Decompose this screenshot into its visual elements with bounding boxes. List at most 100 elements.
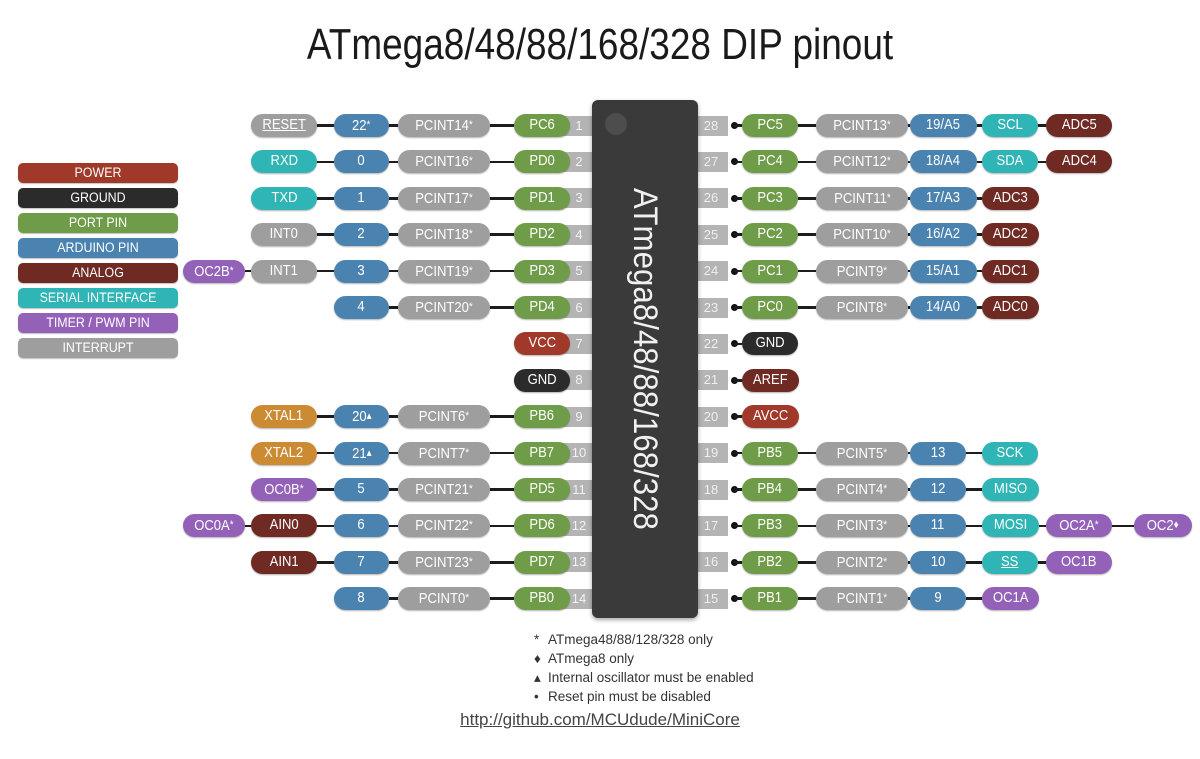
connector-line	[976, 197, 982, 200]
connector-line	[966, 524, 982, 528]
pin-label-24-1: PCINT9*	[816, 259, 908, 283]
pin-label-17-4: OC2A*	[1046, 514, 1112, 538]
connector-line	[798, 488, 816, 491]
connector-line	[734, 160, 742, 164]
footnote-0: * ATmega48/88/128/328 only	[534, 630, 874, 649]
pin-label-23-1: PCINT8*	[816, 296, 908, 319]
pin-label-24-2: 15/A1	[910, 259, 977, 283]
connector-line	[490, 269, 514, 273]
legend-item-label: PORT PIN	[68, 215, 128, 230]
connector-line	[908, 197, 910, 200]
pin-number-19: 19	[694, 443, 728, 464]
pin-label-9-1: PCINT6*	[398, 405, 490, 429]
connector-line	[734, 306, 742, 309]
pin-number-10: 10	[562, 443, 596, 464]
pin-number-14: 14	[562, 588, 596, 609]
pin-label-28-1: PCINT13*	[816, 114, 908, 137]
pin-label-9-3: XTAL1	[250, 405, 317, 429]
pin-label-10-1: PCINT7*	[398, 441, 490, 465]
pin-label-12-3: AIN0	[251, 514, 317, 538]
connector-line	[798, 197, 816, 200]
pin-label-3-2: 1	[334, 186, 389, 210]
pin-label-25-0: PC2	[742, 223, 798, 247]
pin-label-13-0: PD7	[514, 550, 570, 574]
connector-line	[908, 269, 910, 273]
pin-number-8: 8	[562, 370, 596, 391]
pin-number-23: 23	[694, 297, 728, 318]
connector-line	[490, 597, 514, 600]
pin-label-11-1: PCINT21*	[398, 478, 490, 501]
pin-label-5-1: PCINT19*	[398, 259, 490, 283]
pin-number-24: 24	[694, 261, 728, 282]
connector-line	[317, 197, 334, 200]
pin-label-14-0: PB0	[514, 587, 570, 611]
footnote-marker: •	[534, 689, 539, 704]
connector-line	[389, 233, 398, 236]
connector-line	[734, 524, 742, 528]
pin-label-2-0: PD0	[514, 150, 570, 174]
pin-label-17-0: PB3	[742, 514, 798, 538]
pin-label-1-0: PC6	[514, 114, 570, 137]
connector-line	[734, 379, 742, 382]
pin-label-19-1: PCINT5*	[816, 441, 908, 465]
connector-line	[734, 561, 742, 564]
legend-item-label: ANALOG	[72, 265, 124, 280]
connector-line	[908, 233, 910, 236]
pin-label-27-3: SDA	[982, 150, 1038, 174]
source-link[interactable]: http://github.com/MCUdude/MiniCore	[460, 710, 740, 729]
connector-line	[317, 160, 334, 164]
connector-line	[908, 451, 910, 455]
pin-label-28-4: ADC5	[1046, 114, 1112, 137]
pin-label-4-3: INT0	[251, 223, 317, 247]
connector-line	[966, 597, 982, 600]
connector-line	[389, 488, 398, 491]
connector-line	[798, 233, 816, 236]
pin-label-5-3: INT1	[251, 259, 317, 283]
pin-number-18: 18	[694, 479, 728, 500]
footnotes: *ATmega48/88/128/328 only♦ATmega8 only▴I…	[534, 630, 874, 706]
connector-line	[976, 124, 982, 127]
legend-item-timer-pwm: TIMER / PWM PIN	[18, 313, 178, 333]
pin-label-15-0: PB1	[742, 587, 798, 611]
pin-label-25-3: ADC2	[982, 223, 1040, 247]
footnote-text: ATmega8 only	[548, 651, 635, 666]
connector-line	[490, 124, 514, 127]
legend-item-label: SERIAL INTERFACE	[39, 290, 157, 305]
connector-line	[798, 451, 816, 455]
connector-line	[245, 269, 251, 273]
pin-label-12-2: 6	[334, 514, 389, 538]
pin-label-18-2: 12	[910, 478, 966, 501]
connector-line	[317, 124, 334, 127]
legend-item-interrupt: INTERRUPT	[18, 338, 178, 358]
pin-label-24-3: ADC1	[982, 259, 1040, 283]
legend-item-serial-interface: SERIAL INTERFACE	[18, 288, 178, 308]
pin-label-19-3: SCK	[982, 441, 1038, 465]
connector-line	[245, 524, 251, 528]
pin-label-6-1: PCINT20*	[398, 296, 490, 319]
pin-label-3-3: TXD	[251, 186, 317, 210]
pin-number-20: 20	[694, 406, 728, 427]
pin-label-28-3: SCL	[982, 114, 1038, 137]
connector-line	[966, 488, 982, 491]
connector-line	[317, 488, 334, 491]
connector-line	[490, 233, 514, 236]
pin-label-10-3: XTAL2	[250, 441, 317, 465]
pin-label-17-1: PCINT3*	[816, 514, 908, 538]
pin-label-18-0: PB4	[742, 478, 798, 501]
legend-item-ground: GROUND	[18, 188, 178, 208]
pin-label-14-2: 8	[334, 587, 389, 611]
pin-label-15-2: 9	[910, 587, 966, 611]
pin-number-17: 17	[694, 515, 728, 536]
legend-item-power: POWER	[18, 163, 178, 183]
footnote-text: ATmega48/88/128/328 only	[548, 632, 713, 647]
pin-label-18-1: PCINT4*	[816, 478, 908, 501]
pin-label-12-0: PD6	[514, 514, 570, 538]
chip-body: ATmega8/48/88/168/328	[592, 100, 698, 618]
pin-label-13-3: AIN1	[251, 550, 317, 574]
pin-label-19-0: PB5	[742, 441, 798, 465]
connector-line	[389, 160, 398, 164]
pin-number-12: 12	[562, 515, 596, 536]
pin-label-5-0: PD3	[514, 259, 570, 283]
connector-line	[490, 561, 514, 564]
footnote-marker: *	[534, 632, 540, 647]
